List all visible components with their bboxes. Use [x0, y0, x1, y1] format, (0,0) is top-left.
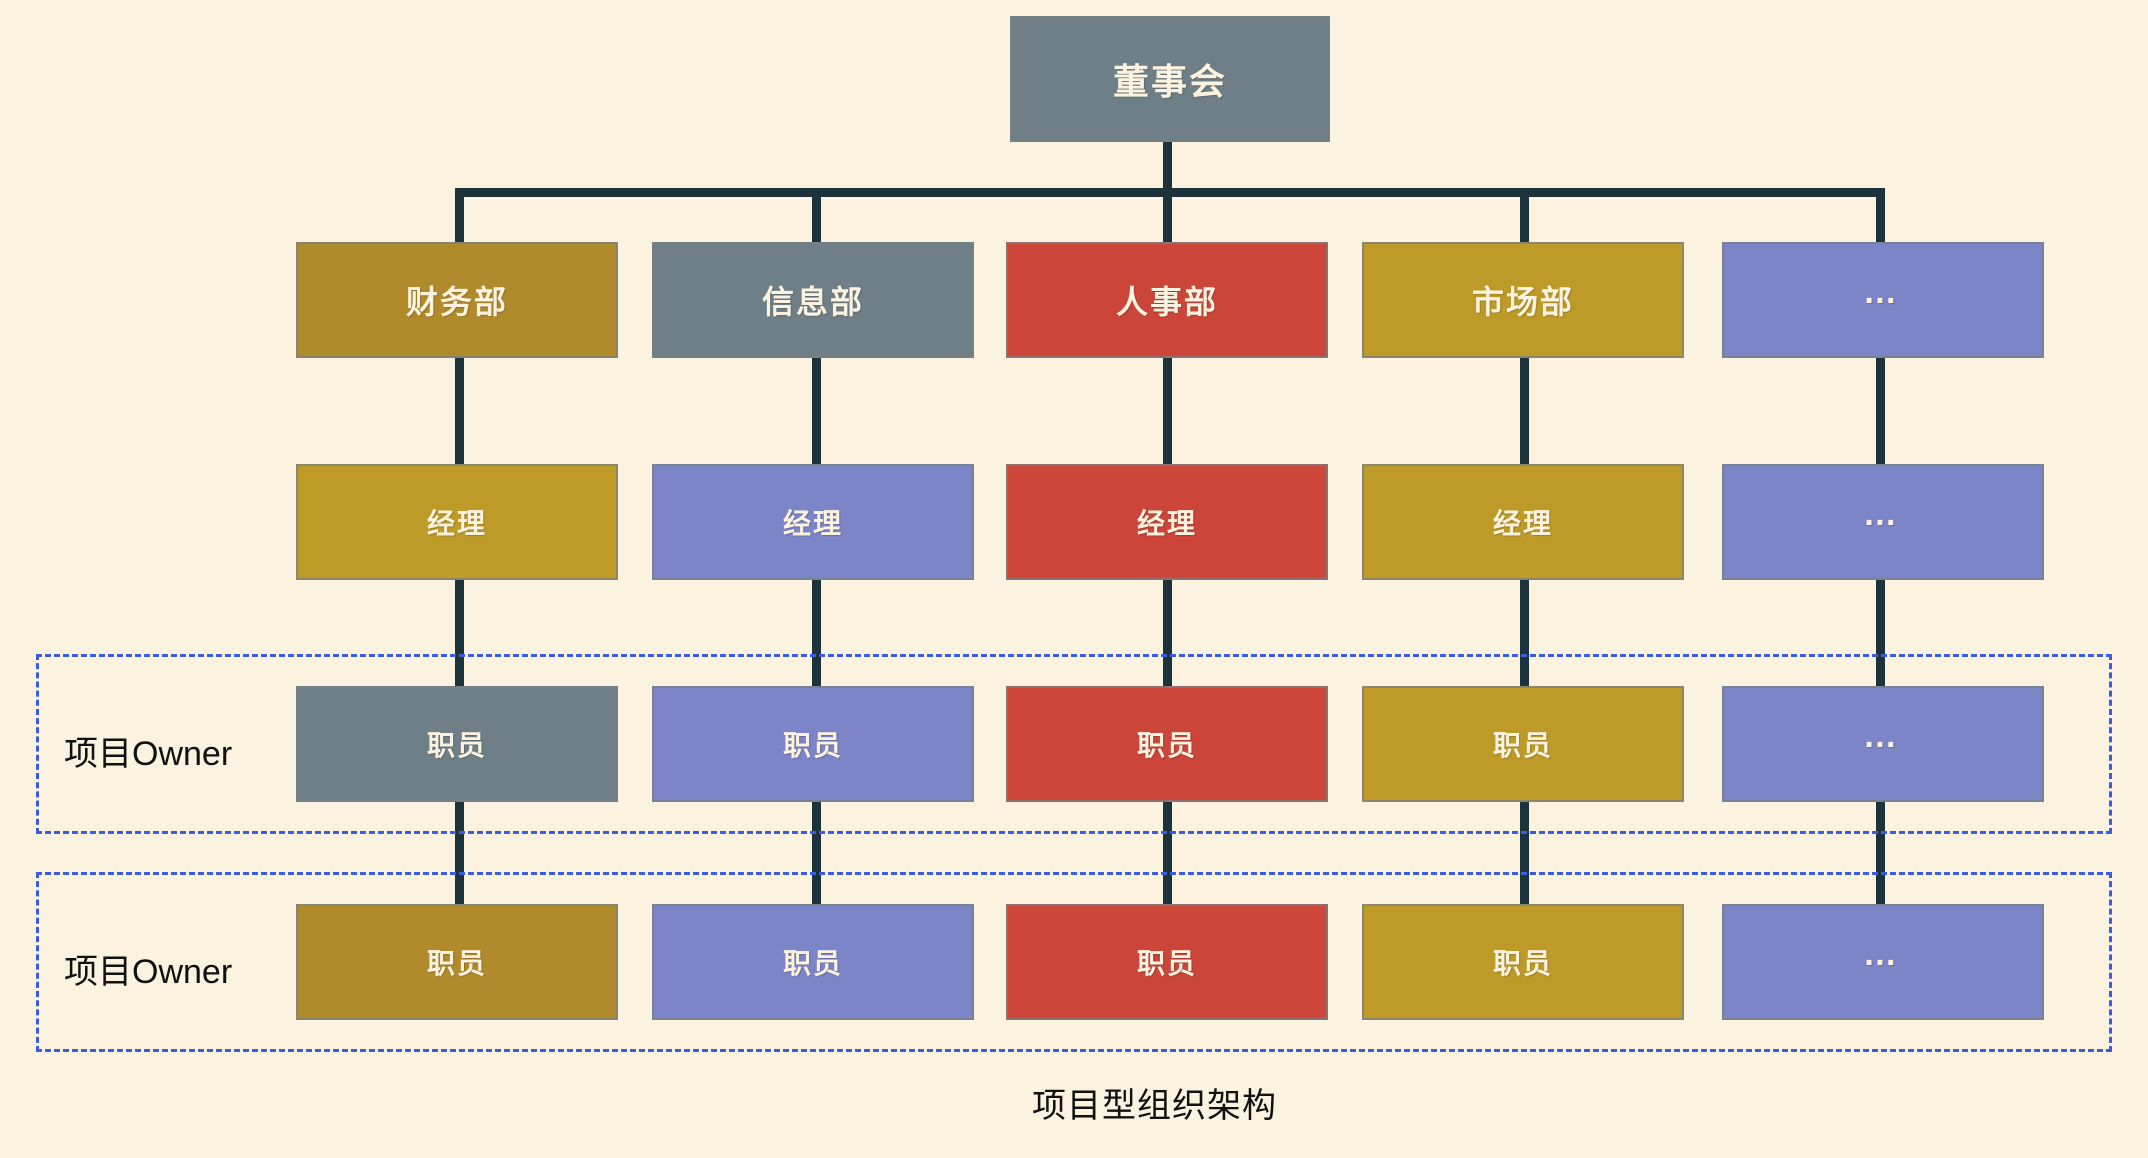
project-group-label-2: 项目Owner	[64, 953, 233, 991]
node-label: 职员	[426, 730, 487, 761]
connector-bus-drop-5	[1876, 188, 1885, 244]
node-manager-more[interactable]: …	[1722, 464, 2044, 580]
node-label: 职员	[1492, 730, 1553, 761]
connector-staff1-staff2-5	[1876, 800, 1885, 918]
connector-manager-staff1-4	[1520, 580, 1529, 690]
project-group-box-1	[36, 654, 2112, 834]
node-manager-information[interactable]: 经理	[652, 464, 974, 580]
node-staff2-marketing[interactable]: 职员	[1362, 904, 1684, 1020]
connector-bus-drop-3	[1163, 188, 1172, 244]
node-label: 职员	[426, 948, 487, 979]
connector-dept-manager-5	[1876, 358, 1885, 468]
ellipsis-icon: …	[1863, 495, 1903, 534]
node-label: 职员	[1136, 730, 1197, 761]
node-manager-hr[interactable]: 经理	[1006, 464, 1328, 580]
connector-bus-drop-2	[812, 188, 821, 244]
node-department-more[interactable]: …	[1722, 242, 2044, 358]
node-label: 财务部	[405, 284, 508, 320]
node-label: 经理	[782, 508, 843, 539]
node-staff2-finance[interactable]: 职员	[296, 904, 618, 1020]
node-label: 经理	[426, 508, 487, 539]
node-label: 职员	[1492, 948, 1553, 979]
node-label: 董事会	[1112, 61, 1227, 102]
ellipsis-icon: …	[1863, 717, 1903, 756]
node-department-marketing[interactable]: 市场部	[1362, 242, 1684, 358]
connector-bus-drop-1	[455, 188, 464, 244]
node-department-information[interactable]: 信息部	[652, 242, 974, 358]
node-label: 职员	[1136, 948, 1197, 979]
node-label: 经理	[1136, 508, 1197, 539]
connector-manager-staff1-2	[812, 580, 821, 690]
connector-staff1-staff2-4	[1520, 800, 1529, 918]
node-staff1-finance[interactable]: 职员	[296, 686, 618, 802]
node-manager-marketing[interactable]: 经理	[1362, 464, 1684, 580]
ellipsis-icon: …	[1863, 935, 1903, 974]
connector-staff1-staff2-3	[1163, 800, 1172, 918]
connector-dept-manager-4	[1520, 358, 1529, 468]
node-staff2-more[interactable]: …	[1722, 904, 2044, 1020]
node-staff1-marketing[interactable]: 职员	[1362, 686, 1684, 802]
node-staff1-hr[interactable]: 职员	[1006, 686, 1328, 802]
node-department-finance[interactable]: 财务部	[296, 242, 618, 358]
diagram-caption: 项目型组织架构	[1032, 1087, 1277, 1125]
connector-manager-staff1-1	[455, 580, 464, 690]
connector-bus-drop-4	[1520, 188, 1529, 244]
connector-dept-manager-2	[812, 358, 821, 468]
connector-staff1-staff2-1	[455, 800, 464, 918]
node-label: 经理	[1492, 508, 1553, 539]
node-staff2-information[interactable]: 职员	[652, 904, 974, 1020]
ellipsis-icon: …	[1863, 273, 1903, 312]
node-staff2-hr[interactable]: 职员	[1006, 904, 1328, 1020]
connector-root-stem	[1163, 142, 1172, 192]
node-label: 职员	[782, 730, 843, 761]
connector-dept-manager-3	[1163, 358, 1172, 468]
project-group-label-1: 项目Owner	[64, 735, 233, 773]
connector-manager-staff1-5	[1876, 580, 1885, 690]
node-board-of-directors[interactable]: 董事会	[1010, 16, 1330, 142]
node-manager-finance[interactable]: 经理	[296, 464, 618, 580]
connector-dept-manager-1	[455, 358, 464, 468]
project-group-box-2	[36, 872, 2112, 1052]
node-label: 职员	[782, 948, 843, 979]
node-label: 人事部	[1115, 284, 1218, 320]
node-label: 信息部	[761, 284, 864, 320]
node-staff1-information[interactable]: 职员	[652, 686, 974, 802]
node-department-hr[interactable]: 人事部	[1006, 242, 1328, 358]
connector-manager-staff1-3	[1163, 580, 1172, 690]
node-label: 市场部	[1471, 284, 1574, 320]
connector-staff1-staff2-2	[812, 800, 821, 918]
node-staff1-more[interactable]: …	[1722, 686, 2044, 802]
